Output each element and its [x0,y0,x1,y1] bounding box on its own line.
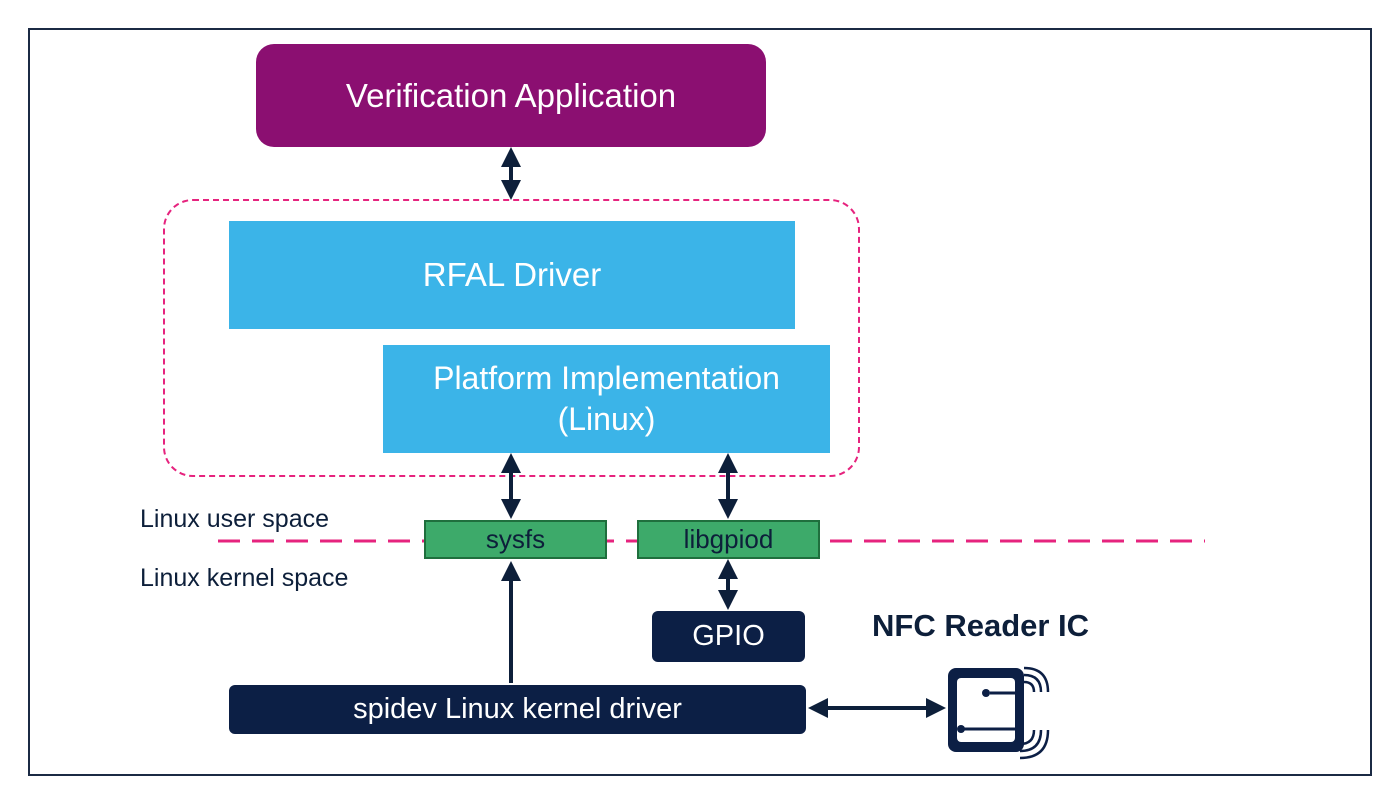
nfc-reader-ic-label: NFC Reader IC [872,608,1090,643]
sysfs-box: sysfs [424,520,607,559]
nfc-chip-icon [948,666,1050,760]
platform-implementation-label: Platform Implementation [433,360,780,397]
gpio-label: GPIO [692,620,765,652]
gpio-box: GPIO [652,611,805,662]
platform-implementation-box: Platform Implementation (Linux) [383,345,830,453]
spidev-driver-label: spidev Linux kernel driver [353,693,682,725]
spidev-driver-box: spidev Linux kernel driver [229,685,806,734]
platform-os-label: (Linux) [557,401,656,437]
rfal-driver-box: RFAL Driver [229,221,795,329]
linux-kernel-space-label: Linux kernel space [140,564,349,592]
verification-application-box: Verification Application [256,44,766,147]
rfal-driver-label: RFAL Driver [422,256,602,293]
sysfs-label: sysfs [485,524,546,554]
linux-user-space-label: Linux user space [140,505,330,533]
verification-application-label: Verification Application [345,76,677,114]
libgpiod-box: libgpiod [637,520,820,559]
diagram-frame [28,28,1372,776]
libgpiod-label: libgpiod [683,524,774,554]
